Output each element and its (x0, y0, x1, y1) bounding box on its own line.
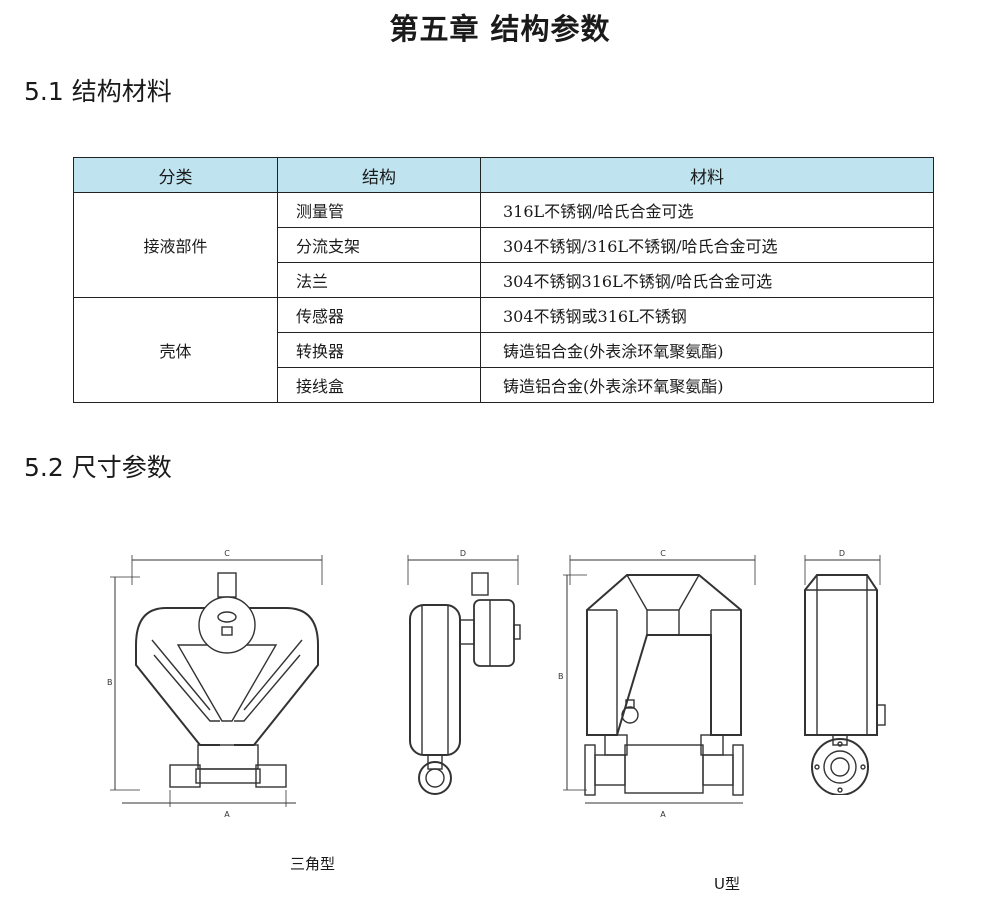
dimension-label-c: C (224, 549, 230, 558)
u-front-view-drawing: C B A (558, 549, 756, 819)
dimension-label-a: A (660, 810, 666, 819)
table-header-row: 分类 结构 材料 (73, 157, 934, 193)
structure-cell: 传感器 (277, 297, 481, 333)
triangle-front-view-drawing: C B A (107, 549, 323, 819)
dimension-label-b: B (107, 678, 113, 687)
category-cell: 接液部件 (73, 192, 278, 298)
table-row: 接线盒 铸造铝合金(外表涂环氧聚氨酯) (74, 367, 934, 403)
dimension-label-c: C (660, 549, 666, 558)
table-row: 壳体 传感器 304不锈钢或316L不锈钢 (73, 297, 934, 403)
structure-cell: 接线盒 (277, 367, 481, 403)
header-material: 材料 (480, 157, 934, 193)
triangle-side-view-drawing: D (407, 549, 521, 795)
table-row: 法兰 304不锈钢316L不锈钢/哈氏合金可选 (74, 262, 934, 298)
materials-table: 分类 结构 材料 接液部件 测量管 316L不锈钢/哈氏合金可选 分流支架 30… (73, 157, 934, 403)
u-side-view-drawing: D (804, 549, 886, 795)
header-category: 分类 (73, 157, 278, 193)
section-title-dimensions: 5.2 尺寸参数 (24, 453, 172, 482)
structure-cell: 转换器 (277, 332, 481, 368)
structure-cell: 法兰 (277, 262, 481, 298)
dimension-label-d: D (839, 549, 845, 558)
section-title-materials: 5.1 结构材料 (24, 77, 172, 106)
u-type-caption: U型 (714, 875, 740, 893)
dimension-label-a: A (224, 810, 230, 819)
material-cell: 304不锈钢/316L不锈钢/哈氏合金可选 (480, 227, 934, 263)
triangle-type-caption: 三角型 (290, 855, 336, 873)
material-cell: 铸造铝合金(外表涂环氧聚氨酯) (480, 367, 934, 403)
table-row: 分流支架 304不锈钢/316L不锈钢/哈氏合金可选 (74, 227, 934, 263)
material-cell: 304不锈钢或316L不锈钢 (480, 297, 934, 333)
dimension-label-b: B (558, 672, 564, 681)
table-row: 接液部件 测量管 316L不锈钢/哈氏合金可选 (73, 192, 934, 298)
material-cell: 304不锈钢316L不锈钢/哈氏合金可选 (480, 262, 934, 298)
table-row: 转换器 铸造铝合金(外表涂环氧聚氨酯) (74, 332, 934, 368)
category-cell: 壳体 (73, 297, 278, 403)
structure-cell: 测量管 (277, 192, 481, 228)
material-cell: 316L不锈钢/哈氏合金可选 (480, 192, 934, 228)
header-structure: 结构 (277, 157, 481, 193)
material-cell: 铸造铝合金(外表涂环氧聚氨酯) (480, 332, 934, 368)
chapter-title: 第五章 结构参数 (389, 12, 611, 46)
dimension-label-d: D (460, 549, 466, 558)
structure-cell: 分流支架 (277, 227, 481, 263)
